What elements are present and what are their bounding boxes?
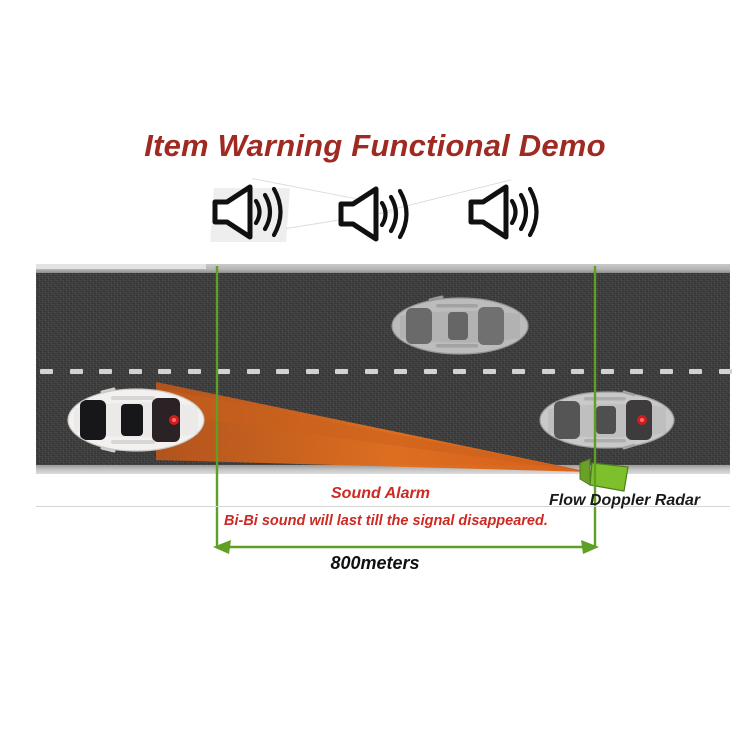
- lane-dash: [718, 369, 732, 374]
- lane-dash: [541, 369, 555, 374]
- label-flow-doppler-radar: Flow Doppler Radar: [549, 492, 701, 509]
- lane-dash: [571, 369, 584, 374]
- lane-dash: [276, 369, 289, 374]
- lane-dash: [364, 369, 378, 374]
- lane-dash: [482, 369, 496, 374]
- car-top: [390, 292, 530, 360]
- label-bibi-note: Bi-Bi sound will last till the signal di…: [224, 513, 548, 529]
- lane-dash: [246, 369, 260, 374]
- doppler-radar-device-icon: [578, 455, 634, 497]
- lane-dash: [40, 369, 53, 374]
- lane-dash: [128, 369, 142, 374]
- lane-dash: [659, 369, 673, 374]
- speaker-icon: [336, 186, 410, 242]
- lane-dash: [394, 369, 407, 374]
- lane-dash: [600, 369, 614, 374]
- lane-dash: [158, 369, 171, 374]
- speaker-icon: [210, 184, 284, 240]
- lane-dash: [630, 369, 643, 374]
- measure-arrow-left: [213, 540, 231, 554]
- road-shoulder-highlight: [36, 264, 206, 269]
- road-shoulder-top: [36, 264, 730, 273]
- lane-dash: [689, 369, 702, 374]
- label-distance: 800meters: [330, 553, 420, 573]
- lane-dash: [217, 369, 230, 374]
- car-right: [538, 386, 676, 454]
- lane-dash: [305, 369, 319, 374]
- measure-arrow-right: [581, 540, 599, 554]
- label-sound-alarm: Sound Alarm: [331, 485, 430, 502]
- speaker-icon: [466, 184, 540, 240]
- lane-dash: [423, 369, 437, 374]
- lane-divider-dashes: [36, 369, 732, 375]
- lane-dash: [69, 369, 83, 374]
- lane-dash: [99, 369, 112, 374]
- divider-line: [36, 506, 730, 507]
- lane-dash: [512, 369, 525, 374]
- car-left: [66, 382, 206, 458]
- lane-dash: [187, 369, 201, 374]
- lane-dash: [453, 369, 466, 374]
- page-title: Item Warning Functional Demo: [144, 128, 606, 163]
- lane-dash: [335, 369, 348, 374]
